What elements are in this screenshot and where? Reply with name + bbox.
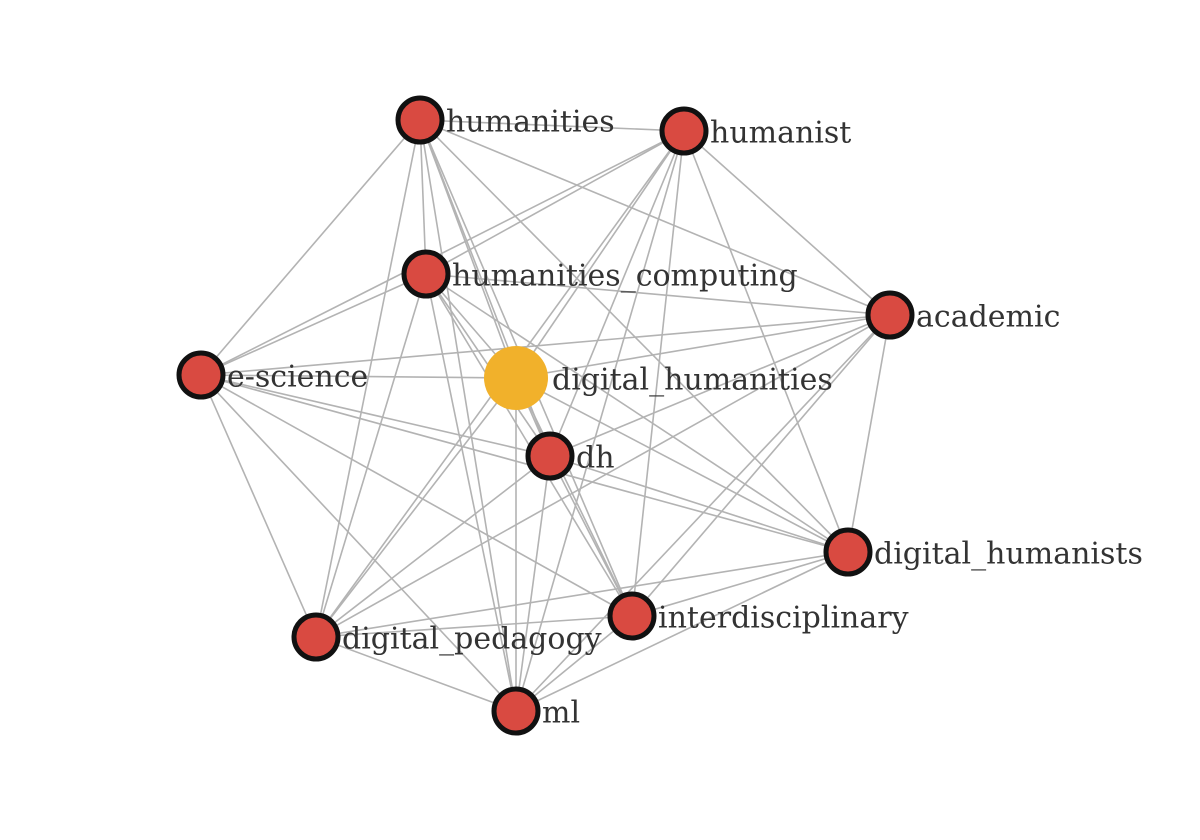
edge-dh-digital_humanists — [549, 455, 849, 553]
node-label-ml: ml — [542, 696, 580, 731]
edge-humanities_computing-academic — [425, 273, 891, 316]
edge-humanities-digital_humanities — [419, 119, 517, 379]
edge-interdisciplinary-ml — [515, 615, 633, 712]
edge-interdisciplinary-digital_pedagogy — [315, 615, 633, 638]
node-e-science[interactable]: e-science — [176, 350, 368, 400]
edge-humanities_computing-digital_pedagogy — [315, 273, 427, 638]
node-circle-digital_humanists[interactable] — [823, 527, 873, 577]
edge-e-science-digital_humanists — [200, 374, 849, 553]
edge-humanities_computing-digital_humanists — [425, 273, 849, 553]
edge-dh-digital_pedagogy — [315, 455, 551, 638]
node-humanist[interactable]: humanist — [659, 106, 851, 156]
node-label-digital_pedagogy: digital_pedagogy — [342, 622, 602, 657]
edge-e-science-dh — [200, 374, 551, 457]
edge-digital_humanists-ml — [515, 551, 849, 712]
node-label-digital_humanities: digital_humanities — [552, 363, 833, 398]
node-ml[interactable]: ml — [491, 686, 580, 736]
node-circle-dh[interactable] — [525, 431, 575, 481]
edge-humanist-digital_humanists — [683, 130, 849, 553]
node-dh[interactable]: dh — [525, 431, 615, 481]
edge-humanist-e-science — [200, 130, 685, 376]
node-label-digital_humanists: digital_humanists — [874, 537, 1143, 572]
node-circle-digital_pedagogy[interactable] — [291, 612, 341, 662]
node-academic[interactable]: academic — [865, 290, 1060, 340]
node-label-humanities_computing: humanities_computing — [452, 259, 798, 294]
edge-humanist-digital_humanities — [515, 130, 685, 379]
node-digital_humanities[interactable]: digital_humanities — [484, 346, 833, 410]
node-digital_pedagogy[interactable]: digital_pedagogy — [291, 612, 602, 662]
node-label-interdisciplinary: interdisciplinary — [658, 601, 909, 636]
edge-e-science-digital_pedagogy — [200, 374, 317, 638]
edge-e-science-interdisciplinary — [200, 374, 633, 617]
edge-humanist-ml — [515, 130, 685, 712]
node-interdisciplinary[interactable]: interdisciplinary — [607, 591, 909, 641]
edge-humanities-ml — [419, 119, 517, 712]
edge-digital_humanists-interdisciplinary — [631, 551, 849, 617]
node-circle-interdisciplinary[interactable] — [607, 591, 657, 641]
edge-academic-digital_pedagogy — [315, 314, 891, 638]
edge-humanities-humanist — [419, 119, 685, 132]
node-label-academic: academic — [916, 300, 1060, 335]
edge-e-science-digital_humanities — [200, 374, 517, 379]
edge-humanities-e-science — [200, 119, 421, 376]
nodes-layer: digital_humanities humanities humanist huma… — [176, 95, 1143, 736]
edge-academic-digital_humanities — [515, 314, 891, 379]
edge-digital_humanists-digital_humanities — [515, 377, 849, 553]
node-label-humanist: humanist — [710, 116, 851, 151]
edge-interdisciplinary-digital_humanities — [515, 377, 633, 617]
edge-humanist-dh — [549, 130, 685, 457]
edges-layer — [200, 119, 891, 712]
edge-dh-ml — [515, 455, 551, 712]
edge-academic-interdisciplinary — [631, 314, 891, 617]
edge-digital_pedagogy-digital_humanities — [315, 377, 517, 638]
edge-humanities-humanities_computing — [419, 119, 427, 275]
node-digital_humanists[interactable]: digital_humanists — [823, 527, 1143, 577]
edge-humanities_computing-e-science — [200, 273, 427, 376]
node-label-dh: dh — [576, 441, 615, 476]
node-humanities[interactable]: humanities — [395, 95, 615, 145]
node-circle-humanist[interactable] — [659, 106, 709, 156]
edge-humanist-humanities_computing — [425, 130, 685, 275]
edge-e-science-ml — [200, 374, 517, 712]
edge-academic-e-science — [200, 314, 891, 376]
edge-humanities_computing-ml — [425, 273, 517, 712]
edge-humanities-academic — [419, 119, 891, 316]
node-humanities_computing[interactable]: humanities_computing — [401, 249, 798, 299]
edge-academic-dh — [549, 314, 891, 457]
node-circle-ml[interactable] — [491, 686, 541, 736]
node-circle-humanities_computing[interactable] — [401, 249, 451, 299]
edge-humanities-digital_humanists — [419, 119, 849, 553]
node-circle-digital_humanities[interactable] — [484, 346, 548, 410]
node-label-e-science: e-science — [227, 360, 368, 395]
node-circle-academic[interactable] — [865, 290, 915, 340]
edge-humanist-academic — [683, 130, 891, 316]
node-circle-e-science[interactable] — [176, 350, 226, 400]
edge-digital_humanists-digital_pedagogy — [315, 551, 849, 638]
node-circle-humanities[interactable] — [395, 95, 445, 145]
edge-academic-digital_humanists — [847, 314, 891, 553]
edge-humanities-digital_pedagogy — [315, 119, 421, 638]
node-label-humanities: humanities — [446, 105, 615, 140]
edge-humanist-interdisciplinary — [631, 130, 685, 617]
edge-digital_pedagogy-ml — [315, 636, 517, 712]
